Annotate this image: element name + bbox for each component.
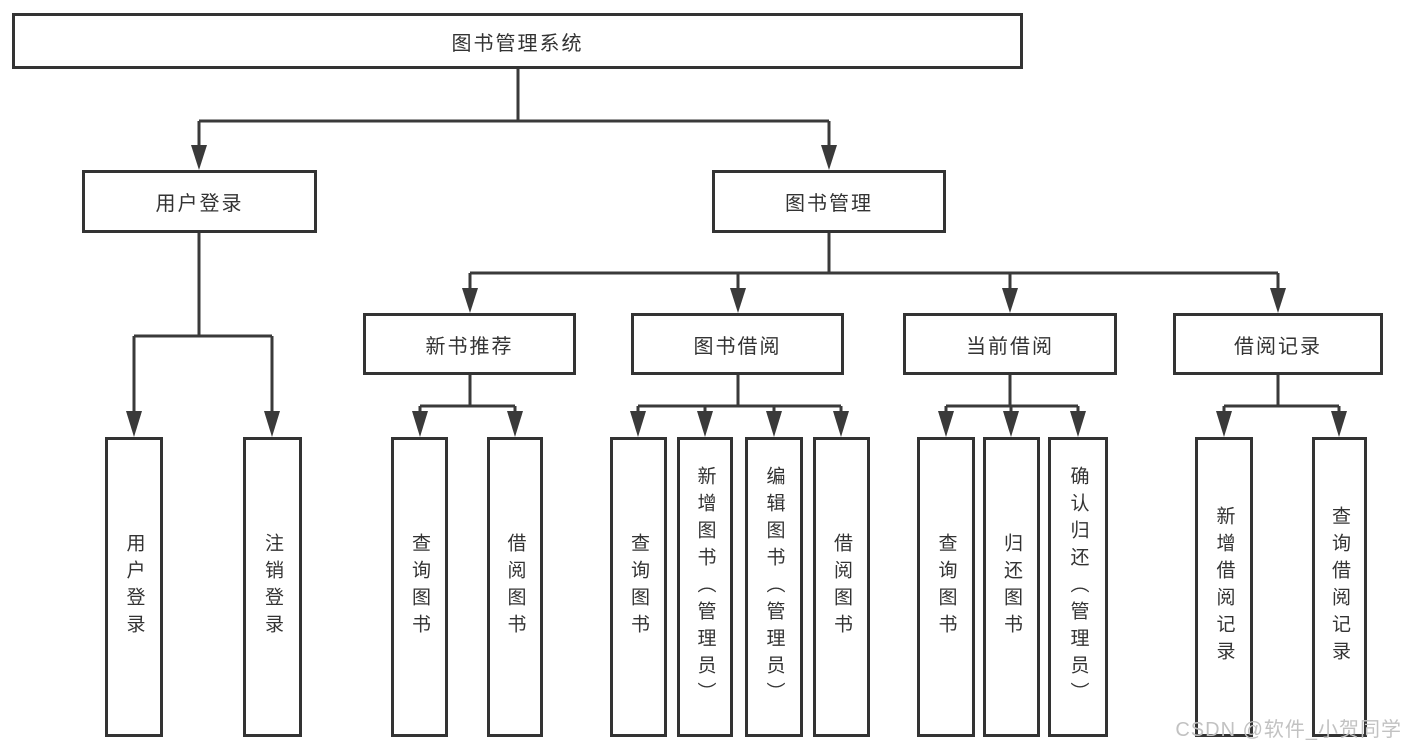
node-new-book-recommend-label: 新书推荐 [425, 335, 514, 358]
leaf-borrow-books-recommend-label: 借阅图书 [504, 533, 526, 641]
node-borrowing-records-label: 借阅记录 [1234, 335, 1322, 358]
leaf-query-books-current-label: 查询图书 [935, 533, 957, 641]
leaf-add-borrow-record-label: 新增借阅记录 [1213, 506, 1235, 668]
leaf-confirm-return-admin: 确认归还（管理员） [1048, 437, 1108, 737]
leaf-user-login: 用户登录 [105, 437, 163, 737]
leaf-query-books-borrowing-label: 查询图书 [628, 533, 649, 641]
leaf-query-books-recommend: 查询图书 [391, 437, 448, 737]
node-current-borrowing-label: 当前借阅 [966, 335, 1054, 358]
leaf-return-books-label: 归还图书 [1001, 533, 1022, 641]
node-library-system: 图书管理系统 [12, 13, 1023, 69]
leaf-add-borrow-record: 新增借阅记录 [1195, 437, 1253, 737]
leaf-confirm-return-admin-label: 确认归还（管理员） [1067, 465, 1089, 709]
node-user-login: 用户登录 [82, 170, 317, 233]
leaf-query-borrow-record-label: 查询借阅记录 [1329, 506, 1350, 668]
node-user-login-label: 用户登录 [155, 193, 244, 215]
node-new-book-recommend: 新书推荐 [363, 313, 576, 375]
leaf-return-books: 归还图书 [983, 437, 1040, 737]
leaf-query-books-current: 查询图书 [917, 437, 975, 737]
leaf-edit-book-admin-label: 编辑图书（管理员） [763, 465, 785, 709]
leaf-logout-label: 注销登录 [262, 533, 283, 641]
leaf-edit-book-admin: 编辑图书（管理员） [745, 437, 803, 737]
node-borrowing-records: 借阅记录 [1173, 313, 1383, 375]
node-book-management-label: 图书管理 [785, 193, 873, 215]
leaf-add-book-admin-label: 新增图书（管理员） [694, 465, 716, 709]
leaf-user-login-label: 用户登录 [123, 533, 145, 641]
leaf-query-books-borrowing: 查询图书 [610, 437, 667, 737]
leaf-borrow-books-label: 借阅图书 [831, 533, 852, 641]
leaf-borrow-books: 借阅图书 [813, 437, 870, 737]
leaf-borrow-books-recommend: 借阅图书 [487, 437, 543, 737]
leaf-add-book-admin: 新增图书（管理员） [677, 437, 733, 737]
leaf-query-borrow-record: 查询借阅记录 [1312, 437, 1367, 737]
leaf-logout: 注销登录 [243, 437, 302, 737]
node-library-system-label: 图书管理系统 [451, 32, 584, 55]
watermark: CSDN @软件_小贺同学 [1175, 719, 1402, 741]
node-book-borrowing: 图书借阅 [631, 313, 844, 375]
node-current-borrowing: 当前借阅 [903, 313, 1117, 375]
leaf-query-books-recommend-label: 查询图书 [409, 533, 430, 641]
node-book-borrowing-label: 图书借阅 [693, 335, 782, 358]
node-book-management: 图书管理 [712, 170, 946, 233]
